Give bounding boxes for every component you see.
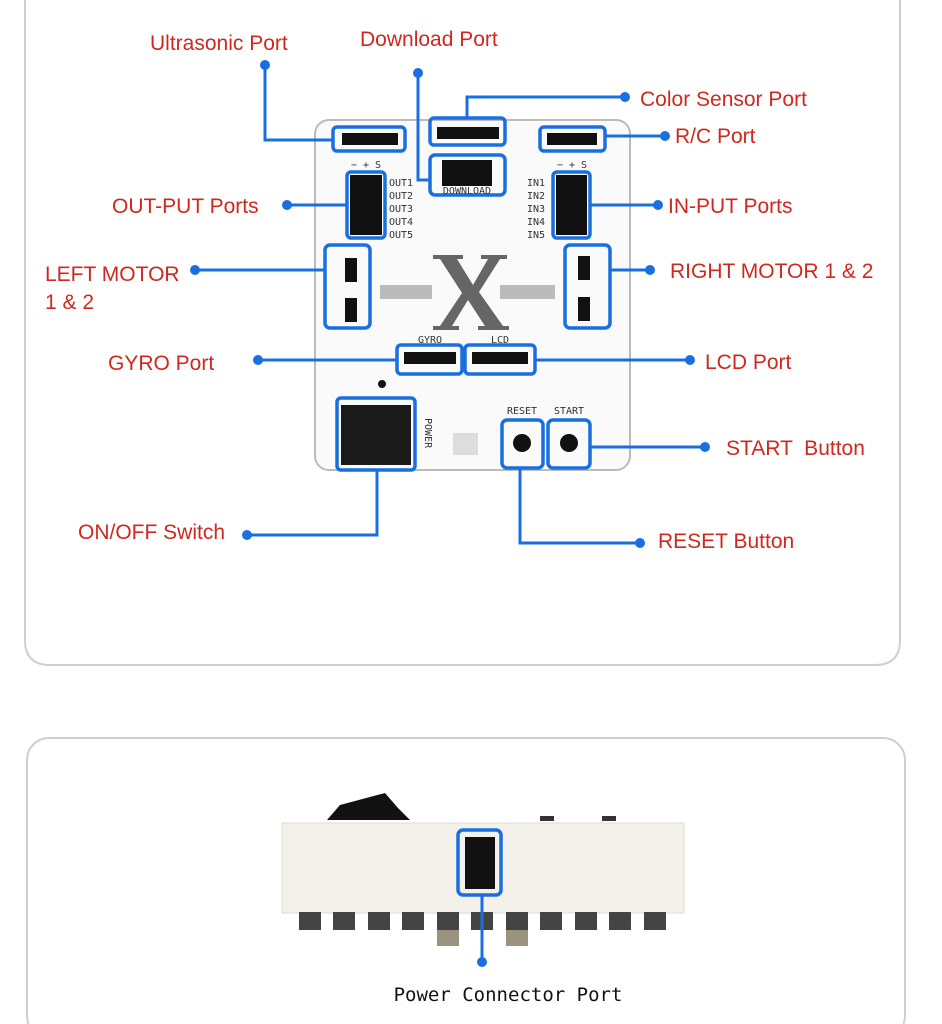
label-output-ports: OUT-PUT Ports xyxy=(112,195,259,218)
label-right-motor: RIGHT MOTOR 1 & 2 xyxy=(670,260,873,283)
gyro-silkscreen: GYRO xyxy=(418,335,442,346)
serial-sticker xyxy=(453,433,478,455)
label-power-connector-port: Power Connector Port xyxy=(394,984,623,1006)
output-pin-header: − + S xyxy=(351,160,381,171)
power-silkscreen: POWER xyxy=(422,418,433,449)
power-connector-port xyxy=(456,828,503,897)
input-label: IN2 xyxy=(527,191,545,202)
output-ports: − + S OUT1 OUT2 OUT3 OUT4 OUT5 xyxy=(345,160,413,241)
indicator-led xyxy=(378,380,386,388)
bottom-card xyxy=(26,737,906,1024)
label-left-motor-numbers: 1 & 2 xyxy=(45,291,94,314)
output-label: OUT5 xyxy=(389,230,413,241)
side-pins xyxy=(299,912,666,946)
rc-connector xyxy=(538,125,607,153)
input-label: IN1 xyxy=(527,178,545,189)
download-connector: DOWNLOAD xyxy=(428,153,507,197)
input-pin-header: − + S xyxy=(557,160,587,171)
download-silkscreen: DOWNLOAD xyxy=(443,186,491,197)
label-left-motor: LEFT MOTOR xyxy=(45,263,180,286)
left-motor-plate xyxy=(380,285,432,299)
input-label: IN3 xyxy=(527,204,545,215)
label-lcd-port: LCD Port xyxy=(705,351,792,374)
input-label: IN4 xyxy=(527,217,545,228)
left-motor-connectors xyxy=(323,243,372,330)
label-color-sensor-port: Color Sensor Port xyxy=(640,88,807,111)
label-onoff-switch: ON/OFF Switch xyxy=(78,521,225,544)
right-motor-connectors xyxy=(563,243,612,330)
label-download-port: Download Port xyxy=(360,28,498,51)
label-start-button: START Button xyxy=(726,437,865,460)
label-rc-port: R/C Port xyxy=(675,125,756,148)
lcd-silkscreen: LCD xyxy=(491,335,509,346)
board-logo xyxy=(433,255,509,330)
power-callout-dot xyxy=(477,957,487,967)
label-input-ports: IN-PUT Ports xyxy=(668,195,792,218)
output-label: OUT1 xyxy=(389,178,413,189)
power-switch[interactable]: POWER xyxy=(335,396,433,472)
label-gyro-port: GYRO Port xyxy=(108,352,214,375)
start-silkscreen: START xyxy=(554,406,584,417)
label-reset-button: RESET Button xyxy=(658,530,794,553)
right-motor-plate xyxy=(500,285,555,299)
input-label: IN5 xyxy=(527,230,545,241)
output-label: OUT2 xyxy=(389,191,413,202)
reset-button[interactable]: RESET xyxy=(500,406,545,470)
start-button[interactable]: START xyxy=(546,406,592,470)
output-label: OUT4 xyxy=(389,217,413,228)
output-label: OUT3 xyxy=(389,204,413,215)
switch-rocker xyxy=(327,793,410,820)
callout-lines xyxy=(190,60,710,548)
reset-silkscreen: RESET xyxy=(507,406,537,417)
label-ultrasonic-port: Ultrasonic Port xyxy=(150,32,288,55)
top-card xyxy=(24,0,901,666)
